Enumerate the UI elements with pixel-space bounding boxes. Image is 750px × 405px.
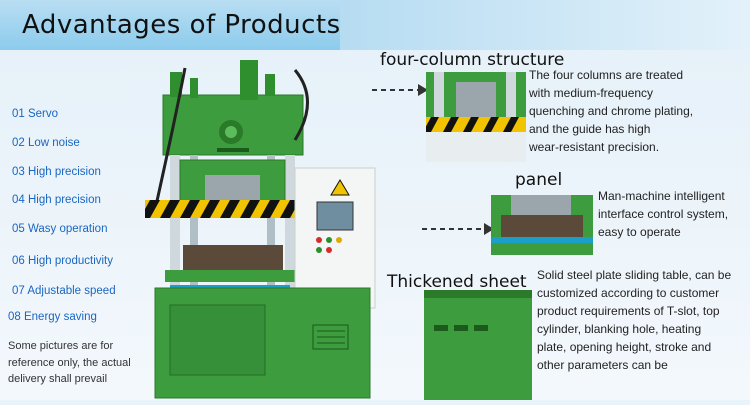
callout-heading-panel: panel [515,170,563,190]
disclaimer-line: reference only, the actual [8,356,131,369]
hydraulic-press-image [140,60,380,400]
title-banner-highlight [0,0,340,50]
desc-line: easy to operate [598,225,681,239]
callout-desc-thickened-sheet: Solid steel plate sliding table, can be … [537,266,731,374]
desc-line: The four columns are treated [529,68,684,82]
desc-line: plate, opening height, stroke and [537,340,712,354]
arrow-right-icon [422,223,494,235]
feature-item: 06 High productivity [12,255,113,267]
panel-photo [491,195,593,255]
callout-desc-four-column: The four columns are treated with medium… [529,66,693,156]
feature-item: 01 Servo [12,108,59,120]
desc-line: with medium-frequency [529,86,654,100]
callout-desc-panel: Man-machine intelligent interface contro… [598,187,728,241]
arrow-right-icon [372,84,428,96]
desc-line: wear-resistant precision. [529,140,660,154]
desc-line: customized according to customer [537,286,720,300]
desc-line: product requirements of T-slot, top [537,304,720,318]
desc-line: quenching and chrome plating, [529,104,694,118]
thickened-sheet-photo [424,290,532,400]
desc-line: cylinder, blanking hole, heating [537,322,702,336]
page-title: Advantages of Products [22,10,341,40]
feature-item: 07 Adjustable speed [12,285,116,297]
feature-item: 02 Low noise [12,137,80,149]
callout-heading-thickened-sheet: Thickened sheet [387,272,527,292]
feature-item: 08 Energy saving [8,311,97,323]
desc-line: interface control system, [598,207,729,221]
feature-item: 04 High precision [12,194,101,206]
four-column-photo [426,72,526,162]
callout-heading-four-column: four-column structure [380,50,565,70]
desc-line: Solid steel plate sliding table, can be [537,268,732,282]
feature-item: 03 High precision [12,166,101,178]
desc-line: and the guide has high [529,122,651,136]
disclaimer-line: Some pictures are for [8,340,114,352]
desc-line: Man-machine intelligent [598,189,725,203]
title-banner: Advantages of Products [0,0,750,50]
feature-item: 05 Wasy operation [12,223,108,235]
disclaimer-line: delivery shall prevail [8,373,108,385]
disclaimer-text: Some pictures are for reference only, th… [8,338,148,388]
desc-line: other parameters can be [537,358,668,372]
